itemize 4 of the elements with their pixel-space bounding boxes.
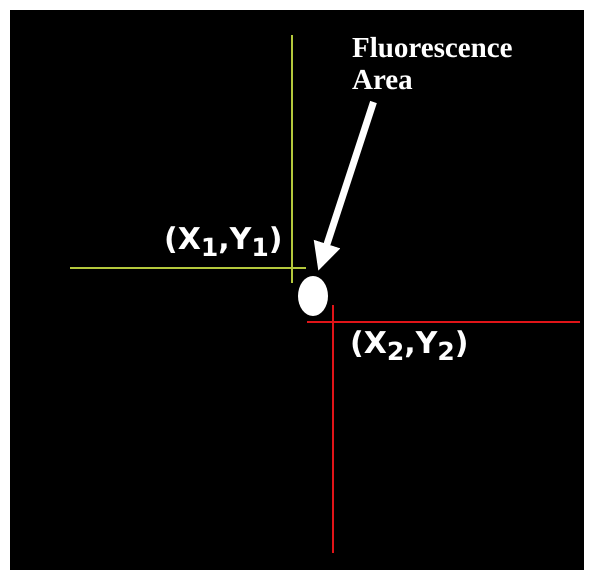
coordinate-label: (X$_{2}$,Y$_{2}$) xyxy=(350,326,468,366)
arrow xyxy=(314,100,377,271)
callout-text: Fluorescence Area xyxy=(352,32,567,96)
coordinate-label: (X$_{1}$,Y$_{1}$) xyxy=(164,222,282,262)
